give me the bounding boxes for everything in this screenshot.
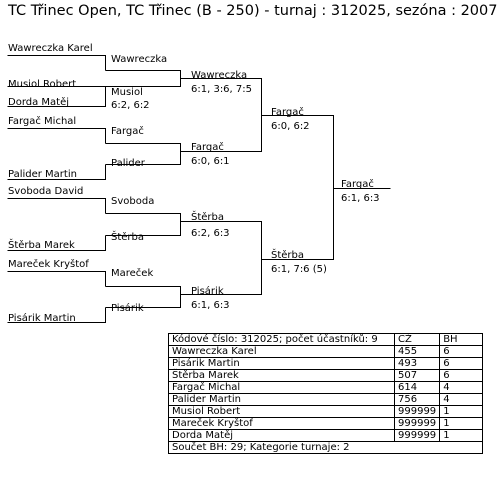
r3-player-2: Fargač — [191, 142, 224, 153]
player-bh: 6 — [439, 357, 484, 370]
r2-player-6: Štěrba — [111, 232, 145, 243]
final-score: 6:1, 6:3 — [341, 193, 380, 204]
player-cz: 999999 — [393, 417, 441, 430]
final-winner: Fargač — [341, 179, 374, 190]
summary-header: Kódové číslo: 312025; počet účastníků: 9 — [168, 333, 395, 346]
r1-player-5: Palider Martin — [8, 169, 77, 180]
r1-player-6: Svoboda David — [8, 186, 84, 197]
r4-score-2: 6:1, 7:6 (5) — [271, 264, 327, 275]
r1-player-8: Mareček Kryštof — [8, 259, 89, 270]
r4-player-2: Štěrba — [271, 250, 305, 261]
player-cz: 507 — [393, 369, 441, 382]
player-cz: 614 — [393, 381, 441, 394]
page-title: TC Třinec Open, TC Třinec (B - 250) - tu… — [8, 3, 498, 19]
player-cz: 999999 — [393, 429, 441, 442]
summary-table: Kódové číslo: 312025; počet účastníků: 9… — [167, 333, 484, 454]
player-name: Mareček Kryštof — [168, 417, 395, 430]
r3-score-3: 6:2, 6:3 — [191, 228, 230, 239]
player-name: Štěrba Marek — [168, 369, 395, 382]
player-bh: 4 — [439, 381, 484, 394]
player-cz: 455 — [393, 345, 441, 358]
player-bh: 6 — [439, 369, 484, 382]
player-cz: 999999 — [393, 405, 441, 418]
table-row: Dorda Matěj 999999 1 — [168, 429, 484, 442]
r2-player-2: Musiol — [111, 87, 143, 98]
r4-score-1: 6:0, 6:2 — [271, 121, 310, 132]
summary-header-row: Kódové číslo: 312025; počet účastníků: 9… — [168, 333, 484, 346]
r1-player-3: Dorda Matěj — [8, 97, 70, 108]
player-bh: 1 — [439, 429, 484, 442]
player-name: Musiol Robert — [168, 405, 395, 418]
r4-player-1: Fargač — [271, 107, 304, 118]
r1-player-1: Wawreczka Karel — [8, 43, 93, 54]
player-bh: 1 — [439, 405, 484, 418]
r2-player-4: Palider — [111, 158, 145, 169]
player-name: Fargač Michal — [168, 381, 395, 394]
table-row: Pisárik Martin 493 6 — [168, 357, 484, 370]
player-bh: 1 — [439, 417, 484, 430]
player-name: Wawreczka Karel — [168, 345, 395, 358]
r2-score-2: 6:2, 6:2 — [111, 100, 150, 111]
r1-player-9: Pisárik Martin — [8, 313, 76, 324]
summary-footer: Součet BH: 29; Kategorie turnaje: 2 — [167, 441, 484, 454]
table-row: Palider Martin 756 4 — [168, 393, 484, 406]
r2-player-8: Pisárik — [111, 303, 144, 314]
bracket-lines — [7, 55, 391, 323]
r2-player-3: Fargač — [111, 126, 144, 137]
r2-player-1: Wawreczka — [111, 54, 168, 65]
r1-player-2: Musiol Robert — [8, 79, 77, 90]
r1-player-7: Štěrba Marek — [8, 240, 75, 251]
player-cz: 493 — [393, 357, 441, 370]
table-row: Musiol Robert 999999 1 — [168, 405, 484, 418]
r3-player-1: Wawreczka — [191, 70, 248, 81]
r3-score-1: 6:1, 3:6, 7:5 — [191, 84, 252, 95]
r3-score-4: 6:1, 6:3 — [191, 300, 230, 311]
player-cz: 756 — [393, 393, 441, 406]
r3-player-4: Pisárik — [191, 286, 224, 297]
r3-player-3: Štěrba — [191, 212, 225, 223]
table-row: Štěrba Marek 507 6 — [168, 369, 484, 382]
r2-player-7: Mareček — [111, 268, 154, 279]
player-name: Pisárik Martin — [168, 357, 395, 370]
r2-player-5: Svoboda — [111, 196, 155, 207]
table-row: Mareček Kryštof 999999 1 — [168, 417, 484, 430]
player-name: Dorda Matěj — [168, 429, 395, 442]
table-row: Fargač Michal 614 4 — [168, 381, 484, 394]
r3-score-2: 6:0, 6:1 — [191, 156, 230, 167]
player-bh: 4 — [439, 393, 484, 406]
summary-footer-row: Součet BH: 29; Kategorie turnaje: 2 — [167, 441, 484, 454]
col-cz-header: CŽ — [393, 333, 441, 346]
player-bh: 6 — [439, 345, 484, 358]
table-row: Wawreczka Karel 455 6 — [168, 345, 484, 358]
r1-player-4: Fargač Michal — [8, 116, 77, 127]
player-name: Palider Martin — [168, 393, 395, 406]
col-bh-header: BH — [439, 333, 484, 346]
